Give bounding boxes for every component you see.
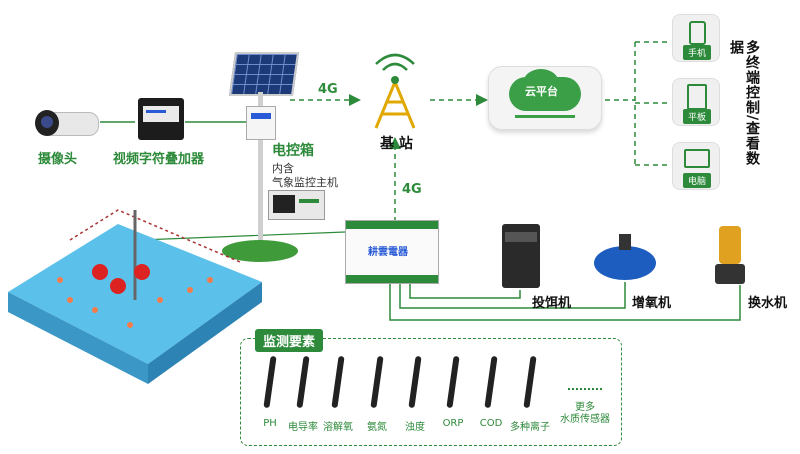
device-tablet-label: 平板	[683, 109, 712, 124]
weather-host-device	[268, 190, 325, 220]
monitor-title: 监测要素	[255, 329, 324, 352]
link-4g-mid-label: 4G	[402, 182, 422, 197]
link-4g-top-label: 4G	[318, 82, 338, 97]
more-sensors-line1: 更多	[575, 402, 595, 413]
feeder-label: 投饵机	[532, 296, 572, 311]
cloud-platform: 云平台	[488, 66, 602, 130]
pump-device	[715, 226, 745, 284]
control-box-label: 电控箱	[272, 143, 314, 159]
sensor-label-2: 溶解氧	[323, 422, 353, 433]
sensor-label-4: 浊度	[405, 422, 425, 433]
device-computer: 电脑	[672, 142, 720, 190]
controller-brand: 耕雲電器	[368, 247, 408, 258]
computer-icon	[684, 149, 710, 168]
phone-icon	[689, 21, 706, 45]
controller-device: 耕雲電器	[345, 220, 439, 284]
overlay-label: 视频字符叠加器	[113, 152, 205, 167]
overlay-device	[138, 98, 184, 140]
grass-base	[222, 240, 298, 262]
device-phone-label: 手机	[683, 45, 712, 60]
monitor-box	[240, 338, 622, 446]
aerator-device	[594, 234, 656, 280]
control-box-device	[246, 106, 276, 140]
sensor-label-1: 电导率	[288, 422, 318, 433]
cloud-label: 云平台	[525, 85, 558, 98]
feeder-device	[502, 224, 540, 288]
control-box-sub1: 内含	[272, 162, 294, 175]
sensor-label-3: 氨氮	[367, 422, 387, 433]
control-box-sub2: 气象监控主机	[272, 176, 338, 189]
aerator-label: 增氧机	[632, 296, 672, 311]
more-sensors-dots	[568, 388, 602, 390]
sensor-label-6: COD	[479, 418, 503, 429]
device-computer-label: 电脑	[683, 173, 712, 188]
pump-label: 换水机	[748, 296, 788, 311]
pole	[258, 92, 263, 252]
base-station-label: 基 站	[380, 136, 413, 152]
sensor-label-5: ORP	[442, 418, 464, 429]
camera-device	[35, 108, 99, 138]
device-tablet: 平板	[672, 78, 720, 126]
multi-terminal-label: 多终端控制/查看数据	[728, 40, 760, 167]
more-sensors-line2: 水质传感器	[560, 414, 610, 425]
sensor-label-7: 多种离子	[510, 422, 550, 433]
device-phone: 手机	[672, 14, 720, 62]
camera-label: 摄像头	[38, 152, 78, 167]
sensor-label-0: PH	[263, 418, 277, 429]
